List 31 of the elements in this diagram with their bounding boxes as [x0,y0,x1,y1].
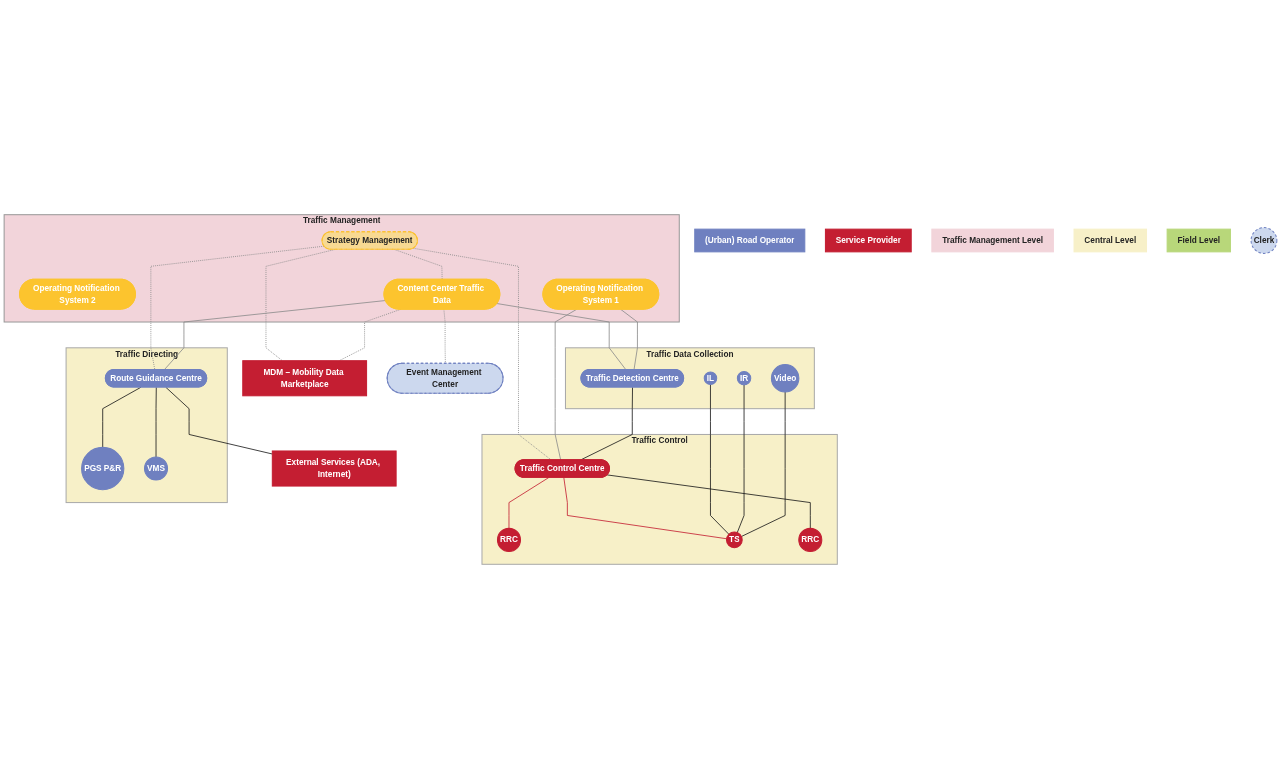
connector [165,386,273,455]
node-box: MDM – Mobility Data Marketplace [242,360,368,397]
connector [508,477,550,529]
node-circle: PGS P&R [81,446,125,491]
connector [563,477,727,540]
connector [710,384,730,535]
connector [155,386,157,458]
connector [102,386,142,448]
connector [736,384,745,533]
node-box: Traffic Management Level [931,228,1054,253]
connector [163,300,386,371]
node-circle: VMS [144,456,169,481]
node-box: Field Level [1166,228,1231,253]
node-circle: RRC [496,527,521,552]
connector [554,308,577,461]
node-circle: Video [770,364,800,393]
node-circle: RRC [798,527,823,552]
node-box: (Urban) Road Operator [694,228,806,253]
connector [620,308,638,371]
node-box: Central Level [1073,228,1147,253]
node-box: External Services (ADA, Internet) [271,450,397,487]
node-circle: IR [736,371,752,386]
connector [412,247,552,461]
node-circle: Clerk [1250,227,1278,254]
connector [496,303,627,371]
node-circle: IL [703,371,718,385]
connector [606,474,811,529]
connector [443,308,446,364]
connector [741,391,786,537]
node-circle: TS [726,531,743,549]
node-box: Service Provider [824,228,912,253]
